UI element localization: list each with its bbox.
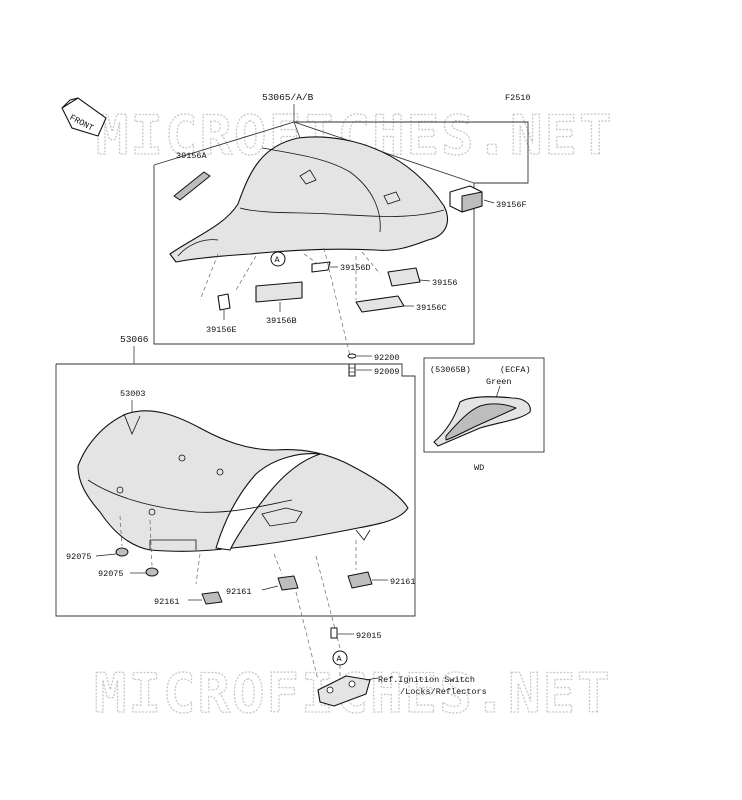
pad-39156D — [311, 261, 331, 273]
inset-frame — [423, 357, 545, 453]
svg-text:A: A — [337, 654, 343, 664]
label-39156A: 39156A — [176, 151, 208, 161]
grommet-92075-lower — [145, 567, 159, 577]
reference-note-line2: /Locks/Reflectors — [400, 687, 487, 697]
inset-region: (ECFA) — [500, 365, 531, 375]
inset-market: WD — [474, 463, 484, 473]
label-39156D: 39156D — [340, 263, 371, 273]
label-92009: 92009 — [374, 367, 400, 377]
trim-39156A — [173, 171, 211, 201]
label-39156C: 39156C — [416, 303, 447, 313]
upper-assembly-frame — [153, 121, 529, 345]
label-39156F: 39156F — [496, 200, 527, 210]
label-39156: 39156 — [432, 278, 458, 288]
label-39156E: 39156E — [206, 325, 237, 335]
pad-39156B — [255, 281, 303, 303]
label-92075-upper: 92075 — [66, 552, 92, 562]
pad-39156C — [355, 295, 405, 313]
reference-note-line1: Ref.Ignition Switch — [378, 675, 475, 685]
bracket-92161-left — [201, 591, 223, 605]
grommet-92075-upper — [115, 547, 129, 557]
bracket-92161-center — [277, 575, 299, 591]
lock-bracket — [317, 675, 371, 707]
label-92161-left: 92161 — [154, 597, 180, 607]
collar-92200 — [347, 353, 357, 359]
pad-39156E — [217, 293, 231, 311]
label-92161-right: 92161 — [390, 577, 416, 587]
label-53065: 53065/A/B — [262, 92, 314, 103]
reference-marker-upper: A — [270, 251, 286, 267]
label-53003: 53003 — [120, 389, 146, 399]
label-53066: 53066 — [120, 334, 149, 345]
inset-model-code: (53065B) — [430, 365, 471, 375]
bracket-92161-right — [347, 571, 373, 589]
label-92200: 92200 — [374, 353, 400, 363]
label-92015: 92015 — [356, 631, 382, 641]
label-39156B: 39156B — [266, 316, 297, 326]
inset-seat-cover — [433, 396, 531, 447]
pad-39156 — [387, 267, 421, 287]
reference-marker-lower: A — [332, 650, 348, 666]
figure-code: F2510 — [505, 93, 531, 103]
front-arrow-icon: FRONT — [61, 97, 107, 137]
pad-39156F — [449, 185, 483, 213]
label-92161-center: 92161 — [226, 587, 252, 597]
pin-92015 — [330, 627, 338, 639]
main-seat — [77, 410, 409, 552]
label-92075-lower: 92075 — [98, 569, 124, 579]
inset-color: Green — [486, 377, 512, 387]
svg-text:A: A — [275, 255, 281, 265]
bolt-92009 — [348, 363, 356, 377]
